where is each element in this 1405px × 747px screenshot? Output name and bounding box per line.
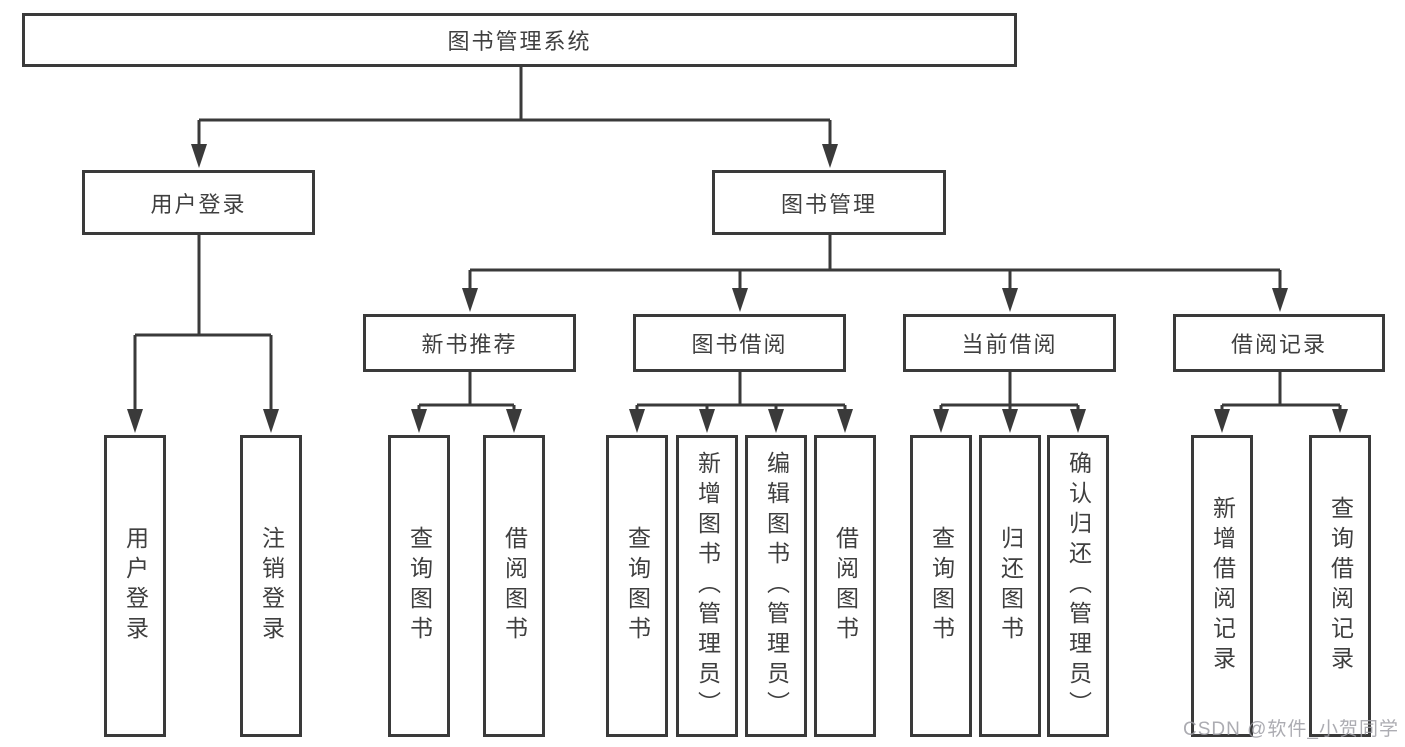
leaf-return-books: 归还图书 xyxy=(979,435,1041,737)
arrowhead xyxy=(933,409,949,433)
arrowhead xyxy=(127,409,143,433)
node-library-system: 图书管理系统 xyxy=(22,13,1017,67)
arrowhead xyxy=(506,409,522,433)
node-borrow-records: 借阅记录 xyxy=(1173,314,1385,372)
leaf-edit-books-admin: 编辑图书（管理员） xyxy=(745,435,807,737)
leaf-query-books-recommend: 查询图书 xyxy=(388,435,450,737)
arrowhead xyxy=(1002,409,1018,433)
leaf-add-books-admin: 新增图书（管理员） xyxy=(676,435,738,737)
arrowhead xyxy=(411,409,427,433)
arrowhead xyxy=(732,288,748,312)
arrowhead xyxy=(699,409,715,433)
node-user-login: 用户登录 xyxy=(82,170,315,235)
node-book-management: 图书管理 xyxy=(712,170,946,235)
leaf-confirm-return-admin: 确认归还（管理员） xyxy=(1047,435,1109,737)
arrowhead xyxy=(822,144,838,168)
arrowhead xyxy=(1002,288,1018,312)
arrowhead xyxy=(263,409,279,433)
leaf-query-borrow-record: 查询借阅记录 xyxy=(1309,435,1371,737)
arrowhead xyxy=(768,409,784,433)
node-book-borrow: 图书借阅 xyxy=(633,314,846,372)
leaf-user-login: 用户登录 xyxy=(104,435,166,737)
arrowhead xyxy=(629,409,645,433)
node-current-borrow: 当前借阅 xyxy=(903,314,1116,372)
node-new-book-recommend: 新书推荐 xyxy=(363,314,576,372)
arrowhead xyxy=(462,288,478,312)
leaf-query-books-borrow: 查询图书 xyxy=(606,435,668,737)
arrowhead xyxy=(1272,288,1288,312)
arrowhead xyxy=(1214,409,1230,433)
leaf-logout: 注销登录 xyxy=(240,435,302,737)
arrowhead xyxy=(191,144,207,168)
arrowhead xyxy=(1070,409,1086,433)
leaf-borrow-books: 借阅图书 xyxy=(814,435,876,737)
csdn-watermark: CSDN @软件_小贺同学 xyxy=(1183,719,1399,740)
leaf-borrow-books-recommend: 借阅图书 xyxy=(483,435,545,737)
leaf-add-borrow-record: 新增借阅记录 xyxy=(1191,435,1253,737)
leaf-query-books-current: 查询图书 xyxy=(910,435,972,737)
arrowhead xyxy=(1332,409,1348,433)
arrowhead xyxy=(837,409,853,433)
